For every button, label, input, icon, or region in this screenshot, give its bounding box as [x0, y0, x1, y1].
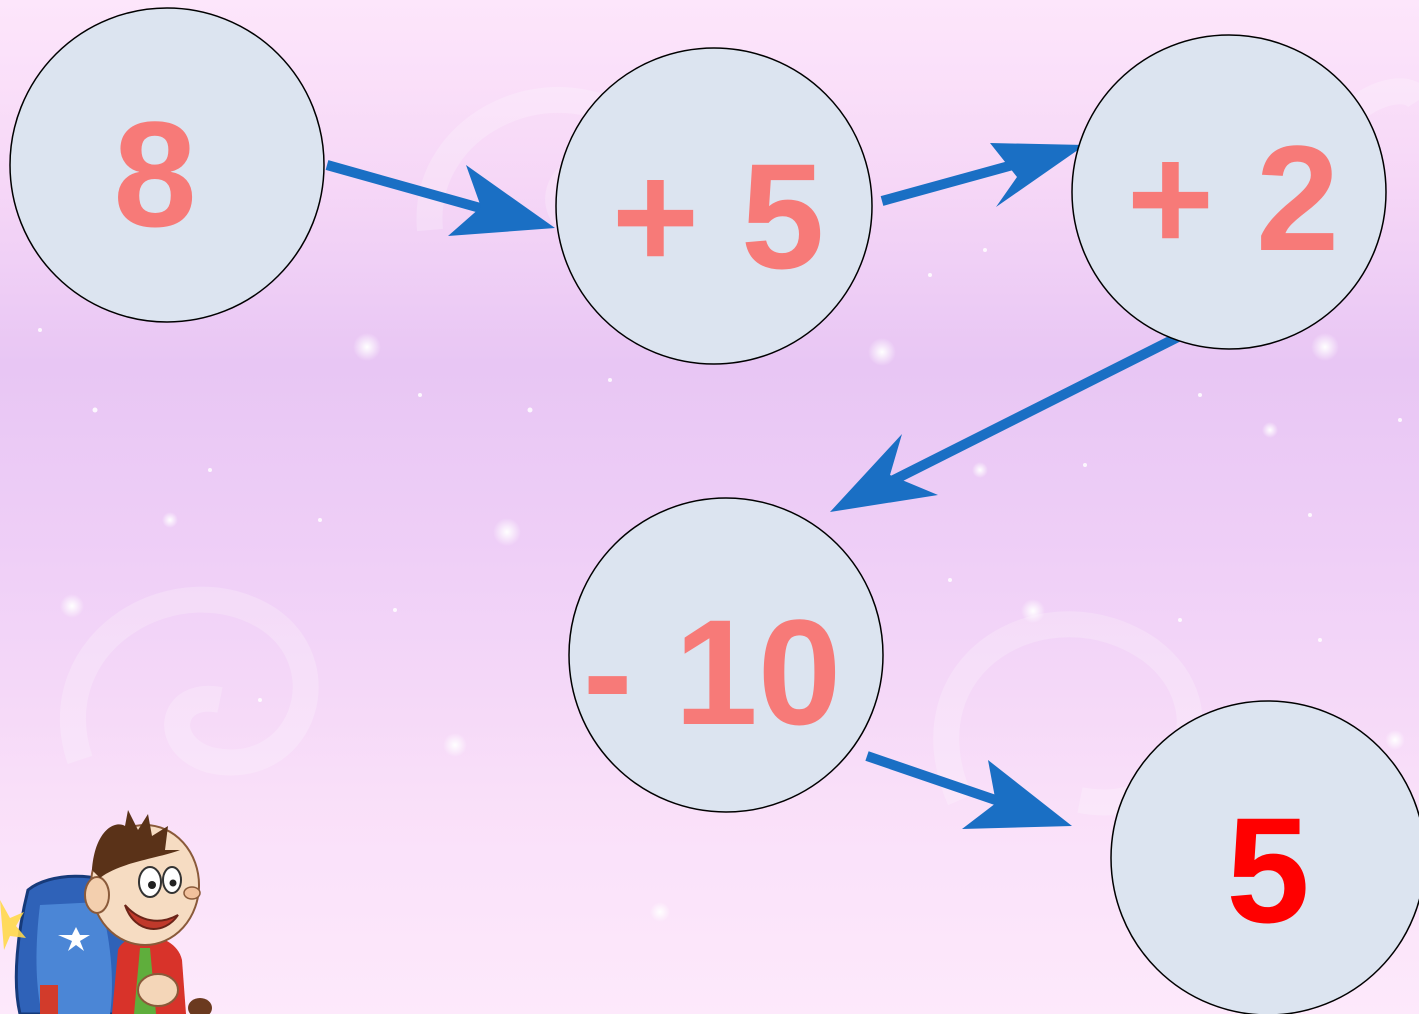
- start-node: 8: [10, 8, 324, 322]
- step-3-label: - 10: [583, 588, 841, 756]
- step-node-2: + 2: [1072, 35, 1386, 349]
- start-value: 8: [113, 90, 196, 258]
- step-1-label: + 5: [612, 132, 825, 300]
- step-node-1: + 5: [556, 48, 872, 364]
- step-2-label: + 2: [1127, 114, 1340, 282]
- arrow-4: [867, 756, 1072, 829]
- cartoon-boy-illustration: [0, 810, 212, 1014]
- step-node-3: - 10: [569, 498, 883, 812]
- arrow-2: [882, 143, 1085, 207]
- result-value: 5: [1226, 786, 1309, 954]
- result-node: 5: [1111, 701, 1419, 1014]
